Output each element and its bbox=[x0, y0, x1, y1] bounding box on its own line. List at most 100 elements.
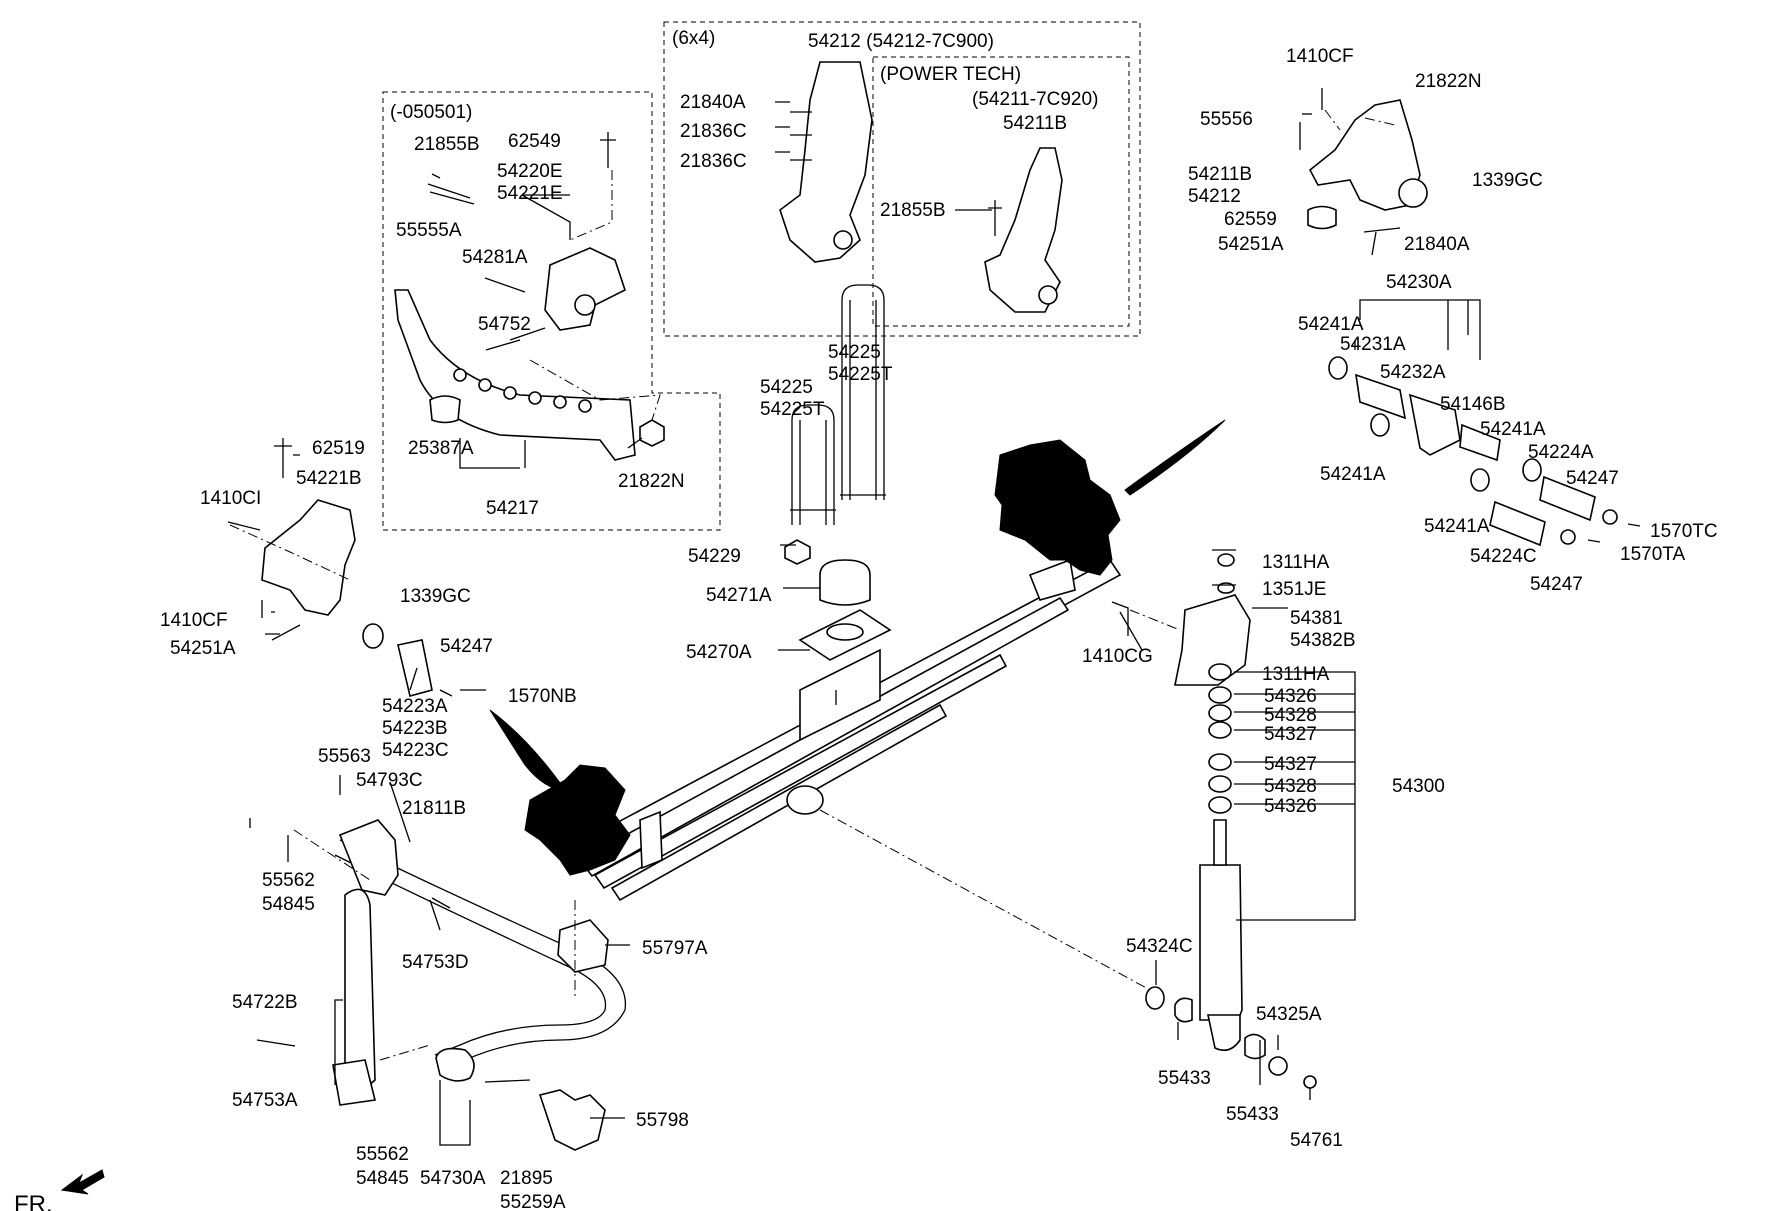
label-54251A: 54251A bbox=[1218, 234, 1284, 255]
label-1410CF: 1410CF bbox=[160, 610, 228, 631]
box-label-early-frame: (-050501) bbox=[390, 102, 472, 123]
label-21822N: 21822N bbox=[618, 471, 685, 492]
label-54229: 54229 bbox=[688, 546, 741, 567]
label-1311HA: 1311HA bbox=[1262, 552, 1330, 573]
leader-lines bbox=[265, 101, 1481, 1146]
label-54212-title: 54212 (54212-7C900) bbox=[808, 31, 994, 52]
shackle-pin-54223A bbox=[397, 639, 433, 697]
label-54753A: 54753A bbox=[232, 1090, 298, 1111]
link-54722B bbox=[344, 888, 376, 1089]
label-1351JE: 1351JE bbox=[1262, 579, 1326, 600]
label-54221E: 54221E bbox=[497, 183, 563, 204]
label-1570NB: 1570NB bbox=[508, 686, 577, 707]
label-55562: 55562 bbox=[356, 1144, 409, 1165]
power-tech-box bbox=[872, 56, 1130, 327]
bushing-55797A bbox=[557, 919, 609, 973]
label-54845: 54845 bbox=[262, 894, 315, 915]
power-tech-hanger-54211B bbox=[984, 147, 1063, 313]
shock-lower-eye bbox=[1207, 1014, 1241, 1051]
clamp-55798 bbox=[538, 1089, 606, 1151]
label-1570TA: 1570TA bbox=[1620, 544, 1685, 565]
box-label-power-tech: (POWER TECH) bbox=[880, 64, 1021, 85]
label-55259A: 55259A bbox=[500, 1192, 566, 1211]
label-54211B: 54211B bbox=[1188, 164, 1252, 185]
bar-end-eye bbox=[435, 1047, 475, 1082]
label-54761: 54761 bbox=[1290, 1130, 1343, 1151]
u-bolt-nut bbox=[784, 539, 811, 565]
label-54241A: 54241A bbox=[1480, 419, 1546, 440]
leaf-spring bbox=[489, 419, 1226, 902]
label-21855B: 21855B bbox=[880, 200, 946, 221]
hanger-eye bbox=[1398, 178, 1428, 208]
label-54845: 54845 bbox=[356, 1168, 409, 1189]
bushing-62559 bbox=[1307, 205, 1337, 230]
shock-upper-bracket-54381 bbox=[1174, 594, 1251, 686]
label-54247: 54247 bbox=[1530, 574, 1583, 595]
label-54270A: 54270A bbox=[686, 642, 752, 663]
front-hanger-54212 bbox=[779, 61, 873, 263]
arrow-down-left-icon bbox=[60, 1169, 105, 1195]
label-54146B: 54146B bbox=[1440, 394, 1506, 415]
hanger-eye bbox=[833, 230, 853, 250]
label-21840A: 21840A bbox=[1404, 234, 1470, 255]
shock-rod bbox=[1213, 819, 1227, 866]
label-54231A: 54231A bbox=[1340, 334, 1406, 355]
hanger-eye bbox=[1038, 285, 1058, 305]
label-54232A: 54232A bbox=[1380, 362, 1446, 383]
label-54224A: 54224A bbox=[1528, 442, 1594, 463]
label-54730A: 54730A bbox=[420, 1168, 486, 1189]
bracket-eye bbox=[574, 294, 596, 316]
front-marker-label: FR. bbox=[14, 1191, 53, 1211]
link-bracket-54793C bbox=[338, 819, 399, 896]
label-54241A: 54241A bbox=[1298, 314, 1364, 335]
label-21836C: 21836C bbox=[680, 121, 747, 142]
label-54212: 54212 bbox=[1188, 186, 1241, 207]
label-54722B: 54722B bbox=[232, 992, 298, 1013]
label-54793C: 54793C bbox=[356, 770, 423, 791]
label-55798: 55798 bbox=[636, 1110, 689, 1131]
box-label-six-by-four: (6x4) bbox=[672, 28, 715, 49]
label-54324C: 54324C bbox=[1126, 936, 1193, 957]
label-55562: 55562 bbox=[262, 870, 315, 891]
label-1410CF: 1410CF bbox=[1286, 46, 1354, 67]
label-54752: 54752 bbox=[478, 314, 531, 335]
stabilizer-bar bbox=[339, 839, 627, 1071]
label-54211B: 54211B bbox=[1003, 113, 1067, 134]
label-1339GC: 1339GC bbox=[400, 586, 471, 607]
u-bolts bbox=[790, 284, 886, 525]
early-frame-box bbox=[382, 91, 721, 531]
label-54247: 54247 bbox=[440, 636, 493, 657]
label-21855B: 21855B bbox=[414, 134, 480, 155]
label-54251A: 54251A bbox=[170, 638, 236, 659]
rear-hanger-54211B bbox=[1308, 99, 1421, 211]
label-54382B: 54382B bbox=[1290, 630, 1356, 651]
label-54247: 54247 bbox=[1566, 468, 1619, 489]
six-by-four-box bbox=[663, 21, 1141, 337]
label-54241A: 54241A bbox=[1320, 464, 1386, 485]
label-54211-7C920: (54211-7C920) bbox=[972, 89, 1098, 110]
label-1410CG: 1410CG bbox=[1082, 646, 1153, 667]
shock-absorber-54300 bbox=[1199, 864, 1243, 1021]
bump-stop bbox=[819, 559, 871, 606]
label-54221B: 54221B bbox=[296, 468, 362, 489]
washer bbox=[362, 623, 384, 649]
label-54326: 54326 bbox=[1264, 796, 1317, 817]
nut-21822N bbox=[639, 419, 665, 447]
hanger-holes bbox=[453, 368, 592, 413]
label-54224C: 54224C bbox=[1470, 546, 1537, 567]
fasteners bbox=[227, 88, 1641, 1083]
label-1311HA: 1311HA bbox=[1262, 664, 1330, 685]
label-55433: 55433 bbox=[1226, 1104, 1279, 1125]
label-54217: 54217 bbox=[486, 498, 539, 519]
label-54271A: 54271A bbox=[706, 585, 772, 606]
label-21840A: 21840A bbox=[680, 92, 746, 113]
label-21836C: 21836C bbox=[680, 151, 747, 172]
label-55556: 55556 bbox=[1200, 109, 1253, 130]
label-54753D: 54753D bbox=[402, 952, 469, 973]
label-54220E: 54220E bbox=[497, 161, 563, 182]
label-55433: 55433 bbox=[1158, 1068, 1211, 1089]
label-54223C: 54223C bbox=[382, 740, 449, 761]
bushing-25387A bbox=[429, 395, 461, 424]
label-54281A: 54281A bbox=[462, 247, 528, 268]
